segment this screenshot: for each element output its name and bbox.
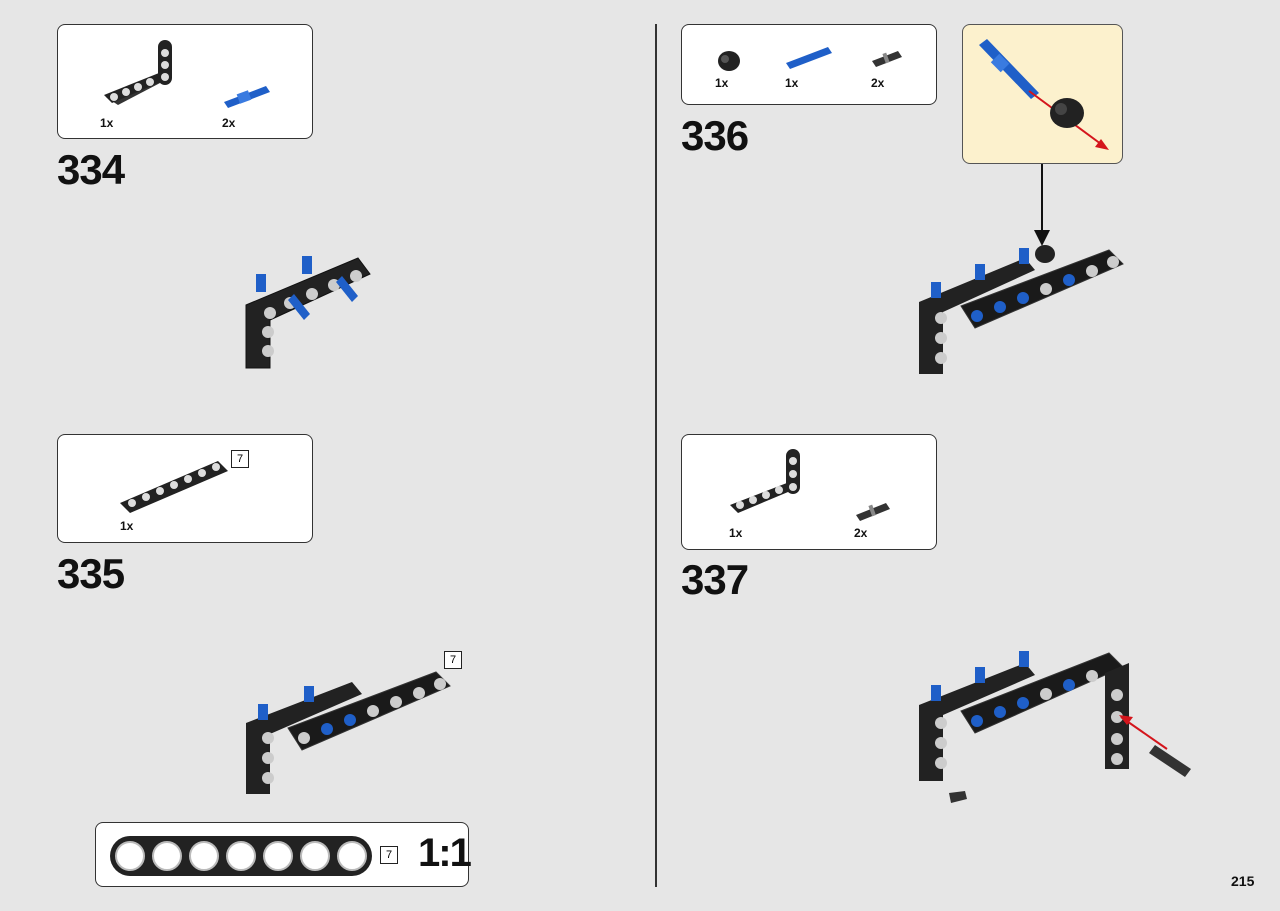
pin-bush-subassembly-icon [979,39,1109,150]
part-qty: 2x [871,76,885,90]
part-qty: 1x [715,76,729,90]
blue-axle-pin-icon [786,47,832,69]
part-qty: 1x [120,519,134,533]
sub-assembly-callout [962,24,1123,164]
part-qty: 1x [785,76,799,90]
parts-list-step-334: 1x 2x [57,24,313,139]
step-number: 335 [57,550,125,597]
assembly-model-step-334 [245,256,371,369]
step-number: 336 [681,112,749,159]
assembly-model-step-336 [919,245,1124,374]
beam-7-icon [120,461,228,513]
parts-list-step-337: 1x 2x [681,434,937,550]
scale-ruler: 7 1:1 [95,822,472,887]
l-beam-3x5-icon [104,40,172,105]
part-qty: 2x [854,526,868,540]
part-qty: 2x [222,116,236,130]
assembly-model-step-337 [919,651,1191,803]
length-tag: 7 [444,651,462,669]
assembly-model-step-335 [246,671,451,794]
part-qty: 1x [100,116,114,130]
page-number: 215 [1231,873,1255,889]
length-tag: 7 [231,450,249,468]
length-tag: 7 [380,846,398,864]
parts-list-step-335: 7 1x [57,434,313,543]
scale-label: 1:1 [418,831,472,875]
step-number: 334 [57,146,125,193]
friction-pin-icon [856,503,890,521]
page-divider [655,24,657,887]
down-arrow-icon [1034,164,1050,246]
part-qty: 1x [729,526,743,540]
l-beam-3x5-icon [730,449,800,513]
bush-icon [718,51,740,71]
blue-axle-pin-icon [224,86,270,108]
ruler-beam-icon [110,836,372,876]
friction-pin-icon [872,51,902,67]
parts-list-step-336: 1x 1x 2x [681,24,937,105]
step-number: 337 [681,556,749,603]
